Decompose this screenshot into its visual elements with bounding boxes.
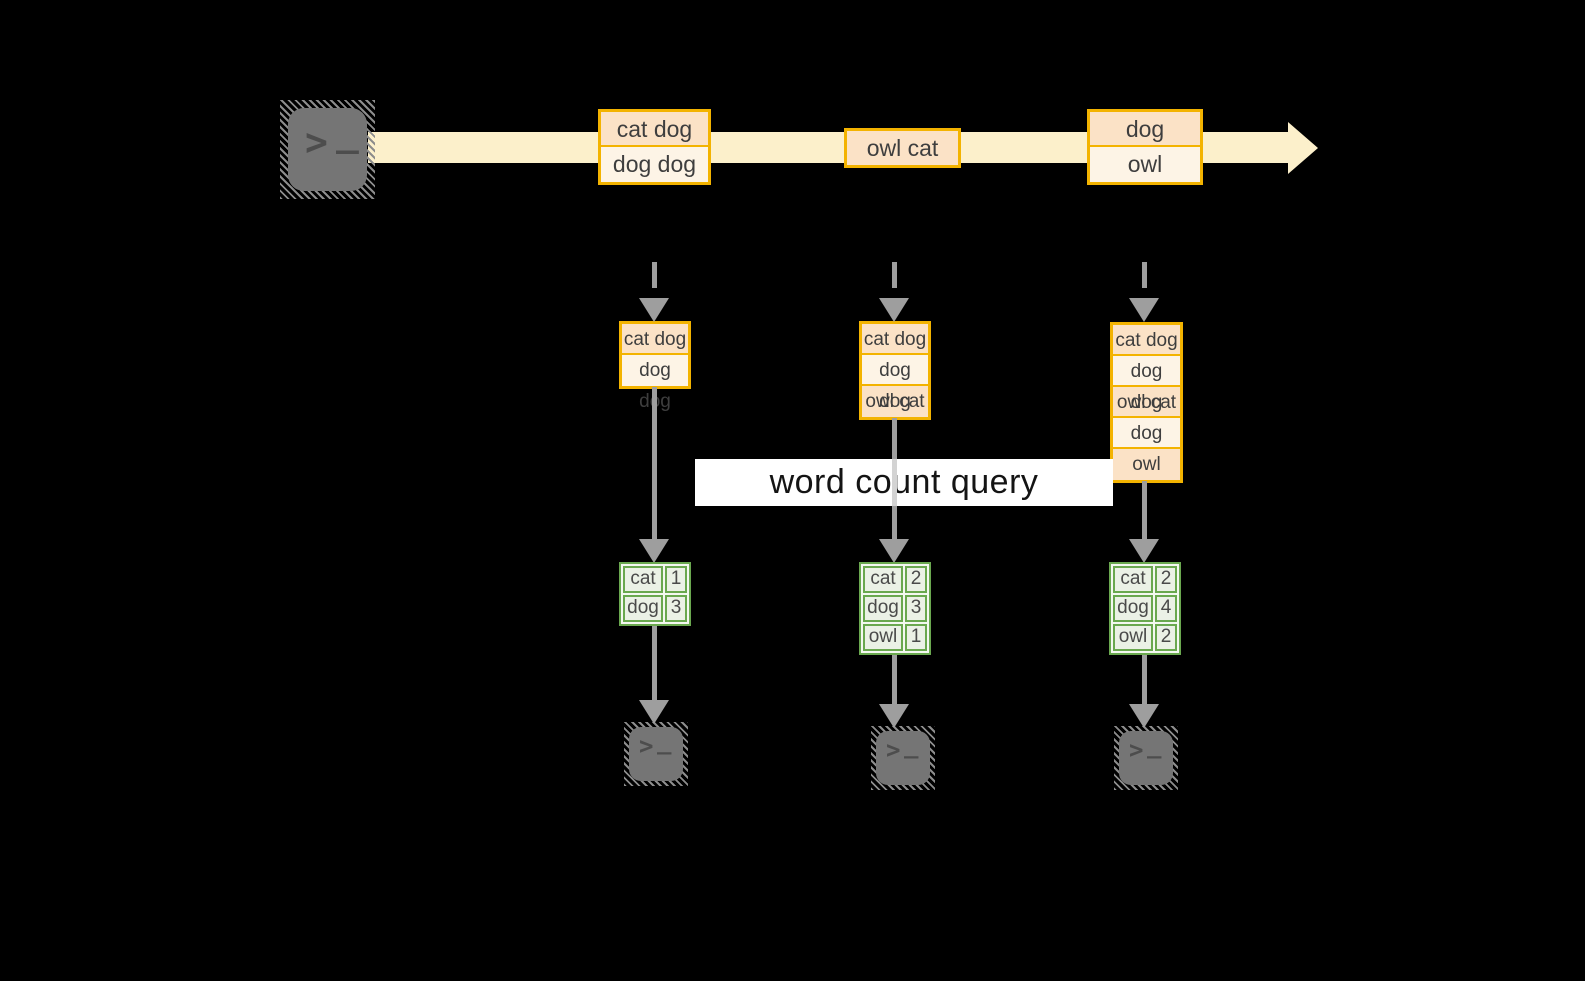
count-value-cell: 1 [665,566,687,593]
count-word-cell: dog [623,595,663,622]
query-arrowhead-icon [639,539,669,563]
count-table-3: cat 2 dog 4 owl 2 [1109,562,1181,655]
prompt-gt-glyph: > [305,120,328,164]
input-buffer-3: cat dog dog dog owl cat dog owl [1110,322,1183,483]
query-arrow-shaft [1142,481,1147,539]
count-value-cell: 4 [1155,595,1177,622]
output-arrowhead-icon [639,700,669,724]
terminal-sink-screen: > _ [629,727,683,781]
prompt-gt-glyph: > [886,736,901,764]
buffer-record: dog [1113,418,1180,449]
buffer-record: dog dog [862,355,928,412]
trigger-arrowhead-icon [879,298,909,322]
buffer-record: cat dog [622,324,688,355]
terminal-source-icon: > _ [280,100,375,199]
input-buffer-1: cat dog dog dog [619,321,691,412]
stream-batch-3: dog owl [1087,109,1203,185]
output-arrowhead-icon [879,704,909,728]
prompt-underscore-glyph: _ [336,110,359,154]
buffer-record: owl [1113,449,1180,480]
prompt-gt-glyph: > [639,732,654,760]
buffer-record: dog dog [1113,356,1180,413]
trigger-arrowhead-icon [639,298,669,322]
terminal-sink-icon: > _ [871,726,935,790]
query-band: word count query [695,459,1113,506]
buffer-record: cat dog [1113,325,1180,356]
terminal-sink-icon: > _ [624,722,688,786]
count-value-cell: 2 [1155,624,1177,651]
count-value-cell: 3 [905,595,927,622]
query-arrow-through-band [892,459,897,506]
query-label: word count query [769,463,1039,501]
output-arrow-shaft [652,626,657,700]
count-value-cell: 2 [1155,566,1177,593]
count-value-cell: 3 [665,595,687,622]
count-word-cell: cat [1113,566,1153,593]
trigger-arrow-dash [892,262,897,288]
query-arrow-shaft [652,387,657,539]
count-table-2: cat 2 dog 3 owl 1 [859,562,931,655]
buffer-record: owl cat [1113,387,1180,418]
count-word-cell: owl [1113,624,1153,651]
stream-record: cat dog [601,112,708,147]
count-value-cell: 2 [905,566,927,593]
prompt-underscore-glyph: _ [1147,731,1162,759]
trigger-arrowhead-icon [1129,298,1159,322]
prompt-underscore-glyph: _ [904,731,919,759]
prompt-gt-glyph: > [1129,736,1144,764]
output-arrowhead-icon [1129,704,1159,728]
trigger-arrow-dash [1142,262,1147,288]
buffer-record: cat dog [862,324,928,355]
count-word-cell: dog [863,595,903,622]
output-arrow-shaft [1142,655,1147,704]
query-arrowhead-icon [879,539,909,563]
buffer-record: dog dog [622,355,688,412]
query-arrowhead-icon [1129,539,1159,563]
stream-record: owl [1090,147,1200,182]
stream-arrowhead-icon [1288,122,1318,174]
count-table-1: cat 1 dog 3 [619,562,691,626]
stream-record: owl cat [847,131,958,165]
terminal-source-screen: > _ [288,108,367,191]
buffer-record: owl cat [862,386,928,417]
count-value-cell: 1 [905,624,927,651]
stream-batch-1: cat dog dog dog [598,109,711,185]
prompt-underscore-glyph: _ [657,727,672,755]
input-buffer-2: cat dog dog dog owl cat [859,321,931,420]
terminal-sink-screen: > _ [1119,731,1173,785]
stream-record: dog dog [601,147,708,182]
trigger-arrow-dash [652,262,657,288]
count-word-cell: owl [863,624,903,651]
count-word-cell: cat [863,566,903,593]
terminal-sink-icon: > _ [1114,726,1178,790]
terminal-sink-screen: > _ [876,731,930,785]
output-arrow-shaft [892,655,897,704]
count-word-cell: dog [1113,595,1153,622]
stream-record: dog [1090,112,1200,147]
stream-batch-2: owl cat [844,128,961,168]
count-word-cell: cat [623,566,663,593]
